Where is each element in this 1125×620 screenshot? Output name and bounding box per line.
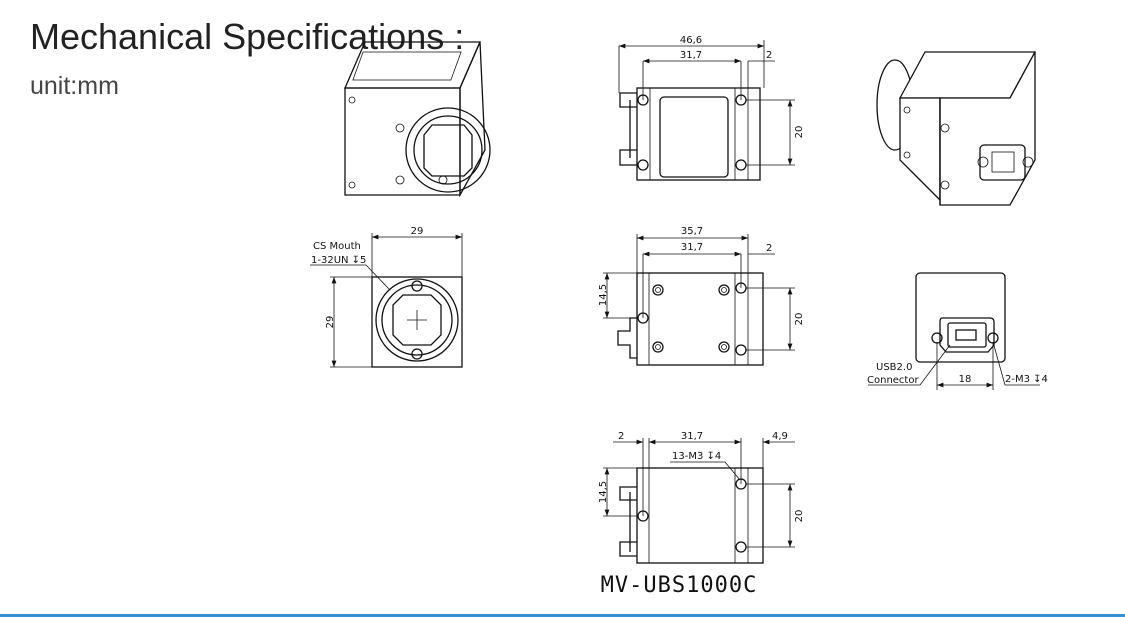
- holes-label: 13-M3 ↧4: [672, 451, 721, 462]
- camera-iso-back: [876, 51, 1037, 206]
- connector-label-2: Connector: [867, 375, 919, 386]
- top-view: 46,6 31,7 2 20: [618, 35, 805, 181]
- dim-overall-length: 35,7: [681, 226, 703, 237]
- dim-hole-span: 31,7: [681, 242, 703, 253]
- screw-icons: [652, 284, 730, 353]
- dim-hole-span: 31,7: [681, 431, 703, 442]
- mount-label: CS Mouth: [313, 241, 361, 252]
- dim-offset: 14,5: [598, 284, 609, 306]
- accent-divider: [0, 614, 1125, 617]
- dim-hole-span: 31,7: [680, 50, 702, 61]
- model-name: MV-UBS1000C: [601, 573, 758, 598]
- mount-thread: 1-32UN ↧5: [311, 255, 366, 266]
- dim-offset: 14,5: [598, 481, 609, 503]
- dim-edge-left: 2: [618, 431, 624, 442]
- holes-label: 2-M3 ↧4: [1005, 374, 1048, 385]
- side-view: 35,7 31,7 2 14,5 20: [598, 226, 805, 366]
- dim-edge-right: 4,9: [772, 431, 788, 442]
- camera-iso-front: [344, 41, 491, 198]
- page-title: Mechanical Specifications :: [30, 16, 465, 57]
- dim-hole-pitch: 20: [794, 313, 805, 326]
- dim-edge: 2: [766, 50, 772, 61]
- connector-label: USB2.0: [876, 362, 912, 373]
- unit-label: unit:mm: [30, 72, 119, 100]
- dim-width: 29: [411, 226, 424, 237]
- dim-hole-pitch: 20: [794, 126, 805, 139]
- bottom-view: 2 31,7 4,9 13-M3 ↧4 14,5 20: [598, 431, 805, 564]
- back-view: 18 USB2.0 Connector 2-M3 ↧4: [867, 272, 1048, 390]
- dim-hole-pitch: 20: [794, 510, 805, 523]
- dim-height: 29: [325, 316, 336, 329]
- dim-overall-length: 46,6: [680, 35, 702, 46]
- dim-hole-span: 18: [959, 374, 972, 385]
- dim-edge: 2: [766, 243, 772, 254]
- front-view: 29 29 CS Mouth 1-32UN ↧5: [310, 226, 463, 368]
